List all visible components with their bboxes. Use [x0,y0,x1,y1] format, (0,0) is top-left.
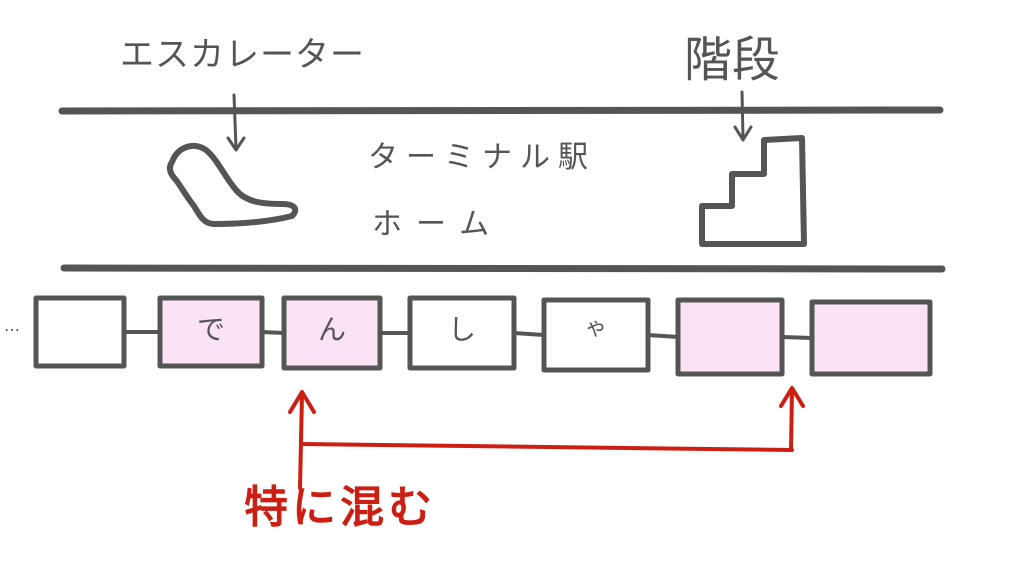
train-car-1 [33,295,127,369]
escalator-arrow [226,93,246,152]
car-4-label: し [447,313,476,346]
crowded-range-arrows [288,386,805,490]
platform-label: ホーム [372,207,504,242]
car-coupler [781,335,813,340]
car-3-label: ん [317,313,346,346]
range-line [299,442,794,452]
stairs-arrow [733,90,753,142]
station-label: ターミナル駅 [368,140,596,175]
left-up-arrow [298,392,304,490]
stairs-label: 階段 [684,32,781,88]
car-coupler [261,330,285,335]
train [33,295,933,377]
platform-top-line [58,106,944,115]
train-car-5 [541,297,651,373]
car-coupler [647,333,679,339]
escalator-label: エスカレーター [120,35,365,75]
car-5-label: ゃ [584,316,607,341]
platform-bottom-line [60,264,946,273]
right-up-arrow [789,388,794,452]
escalator-icon [166,143,299,227]
car-coupler [513,331,545,337]
train-car-3 [281,295,383,371]
stairs-icon [699,135,807,247]
crowded-label: 特に混む [244,482,436,533]
car-2-label: で [196,313,225,346]
train-car-2 [157,295,265,369]
train-car-4 [407,295,517,371]
train-car-7 [809,299,933,377]
train-continues-ellipsis: … [4,316,20,335]
train-car-6 [675,297,785,377]
